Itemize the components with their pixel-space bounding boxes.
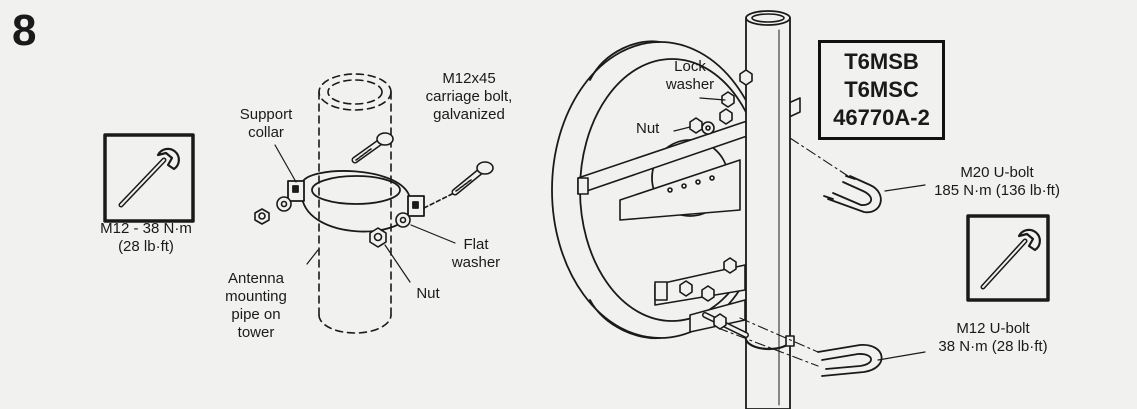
torque-label: M12 - 38 N·m (28 lb·ft) (100, 220, 192, 255)
bolt-spec-label: M12x45 carriage bolt, galvanized (425, 70, 513, 123)
mount-nuts (679, 69, 753, 330)
leader-lines-right (673, 97, 926, 361)
wrench-icon (103, 133, 195, 223)
model-code: 46770A-2 (833, 105, 930, 130)
washer-nut-set (254, 196, 411, 248)
pipe-label: Antenna mounting pipe on tower (225, 270, 287, 341)
step-number: 8 (12, 6, 37, 55)
model-code-box: T6MSB T6MSC 46770A-2 (818, 40, 945, 140)
alignment-lines (717, 137, 849, 367)
support-collar-label: Support collar (239, 106, 293, 141)
m20-u-bolt-label: M20 U-bolt 185 N·m (136 lb·ft) (934, 164, 1060, 199)
m12-u-bolt (817, 344, 883, 377)
flat-washer-label: Flat washer (451, 236, 501, 271)
nut-label: Nut (636, 120, 660, 137)
mast-pipe (745, 10, 791, 409)
carriage-bolt (423, 161, 494, 209)
leader-lines (274, 144, 456, 283)
m12-u-bolt-label: M12 U-bolt 38 N·m (28 lb·ft) (938, 320, 1048, 355)
mount-bracket (577, 97, 801, 333)
m20-u-bolt (823, 175, 882, 213)
model-code: T6MSC (844, 77, 919, 102)
antenna-mounting-pipe (318, 73, 392, 334)
lock-washer-label: Lock washer (665, 58, 715, 93)
carriage-bolt (351, 132, 394, 164)
model-code: T6MSB (844, 49, 919, 74)
wrench-icon (966, 214, 1050, 302)
nut-label: Nut (416, 285, 440, 302)
